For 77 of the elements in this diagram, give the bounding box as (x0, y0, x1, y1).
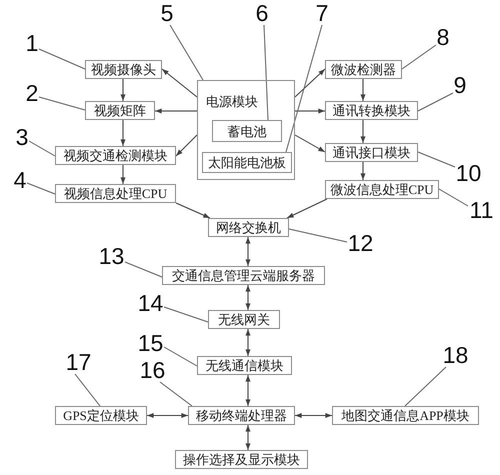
leader-line (264, 24, 268, 120)
arrow (154, 108, 198, 114)
module-box: 网络交换机 (208, 218, 289, 237)
leader-line (74, 374, 100, 406)
module-box: 无线网关 (208, 310, 280, 329)
leader-line (438, 188, 468, 206)
arrow (246, 424, 250, 450)
module-box: GPS定位模块 (55, 406, 147, 425)
leader-line (418, 152, 456, 168)
arrow (294, 134, 326, 152)
module-box: 通讯接口模块 (325, 143, 418, 162)
arrow (294, 108, 326, 114)
leader-line (402, 44, 436, 70)
callout-number: 4 (13, 168, 27, 192)
arrow (246, 328, 250, 356)
arrow (360, 78, 366, 102)
arrow (120, 164, 126, 184)
arrow (360, 162, 366, 180)
arrow (162, 68, 198, 98)
leader-line (164, 306, 208, 322)
callout-number: 18 (442, 343, 469, 367)
group-title: 电源模块 (206, 95, 258, 108)
arrow (246, 236, 250, 266)
module-box: 蓄电池 (212, 120, 282, 142)
arrow (360, 120, 366, 144)
callout-number: 15 (137, 331, 164, 355)
callout-number: 6 (255, 1, 269, 25)
leader-line (288, 228, 348, 242)
arrow (286, 198, 328, 218)
leader-line (26, 182, 56, 194)
callout-number: 16 (139, 358, 166, 382)
leader-line (286, 24, 322, 152)
leader-line (418, 92, 454, 112)
callout-number: 1 (25, 31, 39, 55)
arrow (120, 120, 126, 146)
module-box: 视频摄像头 (85, 60, 162, 79)
arrow (120, 78, 126, 102)
callout-number: 10 (455, 161, 482, 185)
module-box: 通讯转换模块 (325, 101, 418, 120)
leader-line (28, 140, 56, 156)
callout-number: 13 (98, 244, 125, 268)
module-group-box (197, 80, 295, 180)
module-box: 微波检测器 (325, 60, 402, 79)
module-box: 交通信息管理云端服务器 (162, 266, 325, 285)
callout-number: 5 (160, 1, 174, 25)
leader-line (38, 48, 86, 70)
callout-number: 11 (468, 198, 495, 222)
callout-number: 8 (436, 25, 450, 49)
leader-line (170, 24, 204, 80)
module-box: 微波信息处理CPU (325, 180, 439, 199)
callout-number: 2 (25, 81, 39, 105)
module-box: 视频交通检测模块 (55, 146, 176, 165)
arrow (176, 134, 198, 156)
callout-number: 9 (453, 73, 467, 97)
module-box: 无线通信模块 (197, 356, 292, 375)
arrow (246, 284, 250, 310)
module-box: 移动终端处理器 (188, 406, 295, 425)
callout-number: 7 (315, 1, 329, 25)
module-box: 太阳能电池板 (202, 152, 292, 173)
callout-number: 17 (65, 350, 92, 374)
arrow (294, 68, 326, 98)
leader-line (164, 346, 198, 366)
arrow (246, 374, 250, 406)
module-box: 操作选择及显示模块 (175, 450, 308, 469)
callout-number: 3 (15, 125, 29, 149)
module-box: 视频信息处理CPU (55, 184, 176, 203)
callout-number: 12 (347, 231, 374, 255)
arrow (294, 413, 332, 418)
leader-line (160, 382, 192, 406)
callout-number: 14 (137, 291, 164, 315)
leader-line (124, 262, 162, 278)
module-box: 地图交通信息APP模块 (332, 406, 479, 425)
arrow (146, 413, 188, 418)
leader-line (404, 366, 446, 406)
leader-line (38, 96, 86, 110)
module-box: 视频矩阵 (85, 101, 155, 120)
arrow (176, 202, 210, 218)
